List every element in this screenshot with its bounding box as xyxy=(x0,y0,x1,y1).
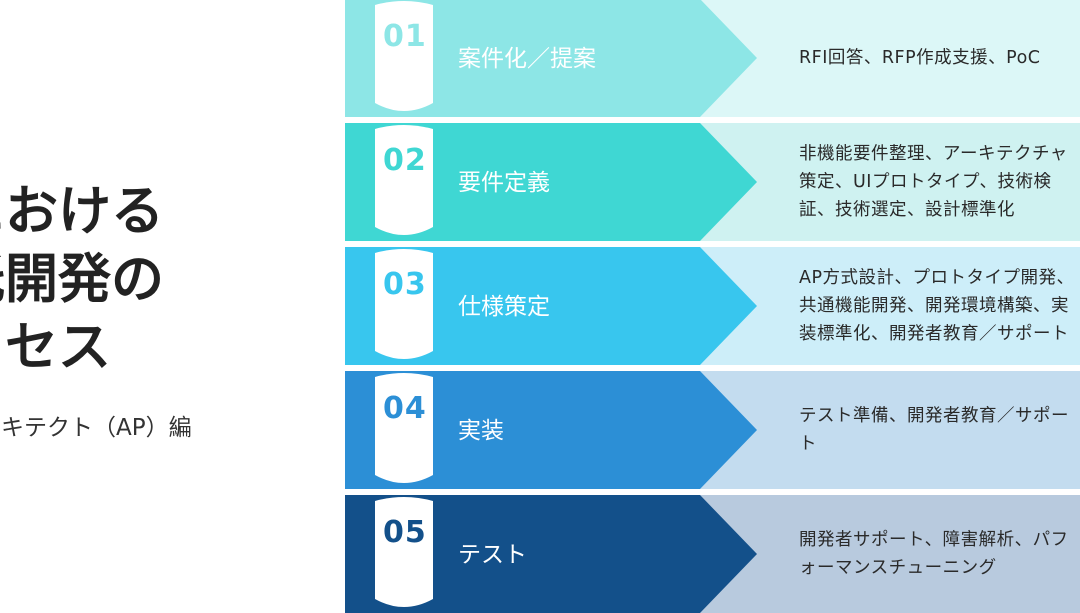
step-description-text: AP方式設計、プロトタイプ開発、 共通機能開発、開発環境構築、実 装標準化、開発… xyxy=(799,268,1075,344)
step-description: AP方式設計、プロトタイプ開発、 共通機能開発、開発環境構築、実 装標準化、開発… xyxy=(799,247,1080,365)
title-line-3: ロセス xyxy=(0,317,111,378)
step-arrow xyxy=(345,247,757,365)
process-step-01: 01 案件化／提案 RFI回答、RFP作成支援、PoC xyxy=(345,0,1080,117)
step-description: RFI回答、RFP作成支援、PoC xyxy=(799,0,1080,117)
process-step-04: 04 実装 テスト準備、開発者教育／サポー ト xyxy=(345,371,1080,489)
step-label: 仕様策定 xyxy=(458,294,550,320)
title-line-2: 託開発の xyxy=(0,249,164,310)
step-number-tab xyxy=(373,371,435,489)
step-label: テスト xyxy=(458,542,527,568)
step-label: 実装 xyxy=(458,418,504,444)
step-description-text: RFI回答、RFP作成支援、PoC xyxy=(799,48,1041,68)
process-step-05: 05 テスト 開発者サポート、障害解析、パフ ォーマンスチューニング xyxy=(345,495,1080,613)
step-arrow xyxy=(345,495,757,613)
step-number: 01 xyxy=(383,19,427,54)
step-label: 案件化／提案 xyxy=(458,46,596,72)
step-description: 開発者サポート、障害解析、パフ ォーマンスチューニング xyxy=(799,495,1080,613)
step-label: 要件定義 xyxy=(458,170,550,196)
process-step-02: 02 要件定義 非機能要件整理、アーキテクチャ 策定、UIプロトタイプ、技術検 証、… xyxy=(345,123,1080,241)
process-steps: 01 案件化／提案 RFI回答、RFP作成支援、PoC 02 要件定義 非機能要件整理、ア… xyxy=(345,0,1080,613)
step-arrow xyxy=(345,371,757,489)
process-step-03: 03 仕様策定 AP方式設計、プロトタイプ開発、 共通機能開発、開発環境構築、実 装… xyxy=(345,247,1080,365)
step-description-text: テスト準備、開発者教育／サポー ト xyxy=(799,406,1069,454)
step-number: 05 xyxy=(383,515,427,550)
step-number: 04 xyxy=(383,391,427,426)
step-number-tab xyxy=(373,495,435,613)
slide-subtitle: ーキテクト（AP）編 xyxy=(0,415,192,441)
step-number-tab xyxy=(373,247,435,365)
step-description-text: 非機能要件整理、アーキテクチャ 策定、UIプロトタイプ、技術検 証、技術選定、設… xyxy=(799,144,1068,220)
slide-title: における 託開発の ロセス xyxy=(0,178,164,382)
step-number: 03 xyxy=(383,267,427,302)
step-arrow xyxy=(345,123,757,241)
step-description: テスト準備、開発者教育／サポー ト xyxy=(799,371,1080,489)
step-number-tab xyxy=(373,123,435,241)
step-description: 非機能要件整理、アーキテクチャ 策定、UIプロトタイプ、技術検 証、技術選定、設… xyxy=(799,123,1080,241)
step-number: 02 xyxy=(383,143,427,178)
step-arrow xyxy=(345,0,757,117)
title-line-1: における xyxy=(0,181,164,242)
step-description-text: 開発者サポート、障害解析、パフ ォーマンスチューニング xyxy=(799,530,1069,578)
step-number-tab xyxy=(373,0,435,117)
